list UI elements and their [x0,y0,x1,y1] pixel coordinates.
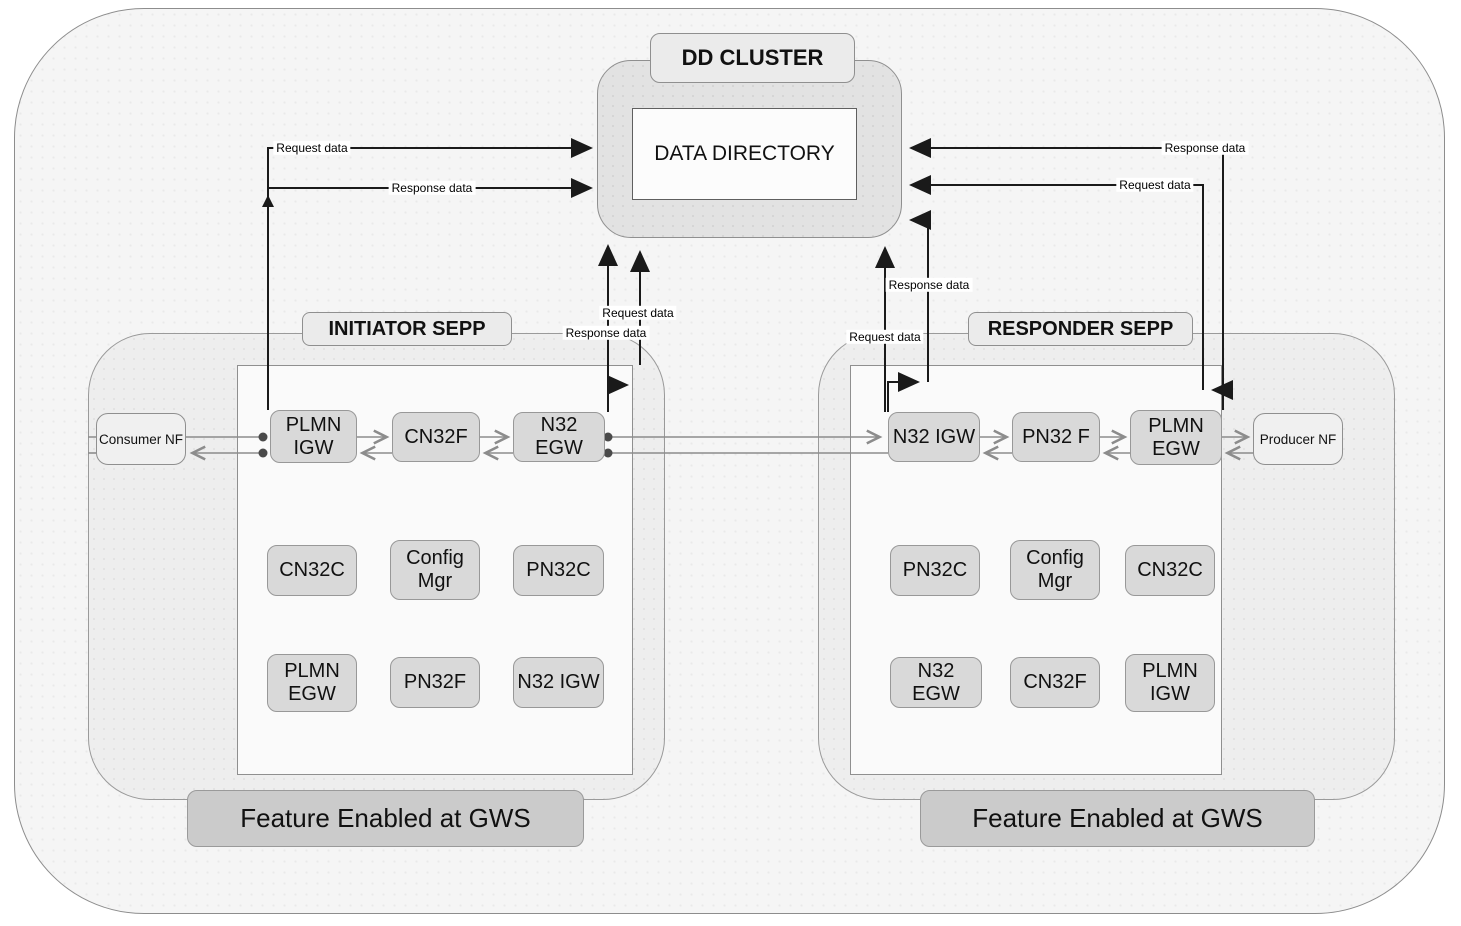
label-request-responder: Request data [846,329,924,345]
initiator-n32-egw-box: N32 EGW [513,412,605,462]
responder-pn32f-box: PN32 F [1012,412,1100,462]
responder-plmn-igw-box: PLMN IGW [1125,654,1215,712]
responder-feature-banner: Feature Enabled at GWS [920,790,1315,847]
initiator-sepp-title: INITIATOR SEPP [302,312,512,346]
responder-n32-igw-box: N32 IGW [888,412,980,462]
consumer-nf-box: Consumer NF [96,413,186,465]
responder-cn32f-box: CN32F [1010,657,1100,708]
initiator-pn32f-box: PN32F [390,657,480,708]
initiator-plmn-igw-box: PLMN IGW [270,410,357,463]
data-directory-box: DATA DIRECTORY [632,108,857,200]
responder-n32-egw-box: N32 EGW [890,657,982,708]
initiator-feature-banner: Feature Enabled at GWS [187,790,584,847]
responder-pn32c-box: PN32C [890,545,980,596]
label-request-initiator: Request data [599,305,677,321]
dd-cluster-label: DD CLUSTER [650,33,855,83]
initiator-cn32c-box: CN32C [267,545,357,596]
label-response-left: Response data [388,180,476,196]
label-response-initiator: Response data [562,325,650,341]
label-request-right: Request data [1116,177,1194,193]
initiator-config-mgr-box: Config Mgr [390,540,480,600]
initiator-cn32f-box: CN32F [392,412,480,462]
responder-plmn-egw-box: PLMN EGW [1130,410,1222,465]
producer-nf-box: Producer NF [1253,413,1343,465]
label-response-right: Response data [1161,140,1249,156]
initiator-pn32c-box: PN32C [513,545,604,596]
label-request-left: Request data [273,140,351,156]
responder-config-mgr-box: Config Mgr [1010,540,1100,600]
initiator-plmn-egw-box: PLMN EGW [267,654,357,712]
responder-sepp-title: RESPONDER SEPP [968,312,1193,346]
initiator-n32-igw-box: N32 IGW [513,657,604,708]
label-response-responder: Response data [885,277,973,293]
responder-cn32c-box: CN32C [1125,545,1215,596]
